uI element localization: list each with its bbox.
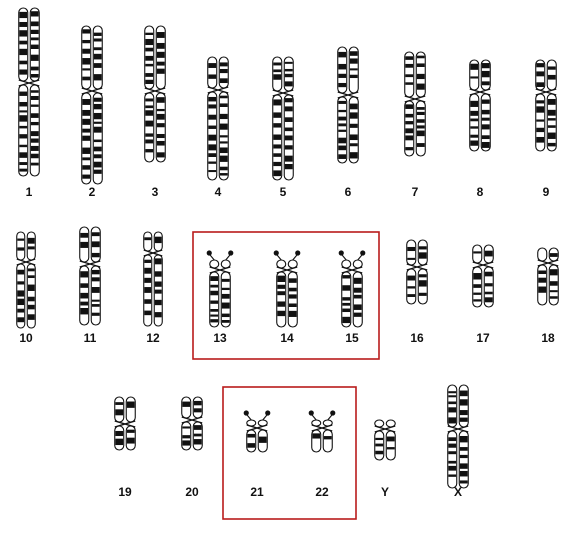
chromosome-label-7: 7 [412, 185, 419, 199]
chromosome-label-y: Y [381, 485, 389, 499]
chromosome-11 [79, 226, 101, 326]
chromosome-label-x: X [454, 485, 462, 499]
chromosome-label-3: 3 [152, 185, 159, 199]
highlight-box-21-22 [222, 386, 357, 520]
chromosome-label-21: 21 [250, 485, 264, 499]
highlight-box-13-14-15 [192, 231, 380, 360]
chromosome-4 [207, 56, 229, 181]
chromosome-label-6: 6 [345, 185, 352, 199]
chromosome-set [16, 7, 559, 489]
chromosome-9 [535, 59, 557, 152]
chromosome-label-4: 4 [215, 185, 222, 199]
chromosome-label-14: 14 [280, 331, 294, 345]
chromosome-label-1: 1 [26, 185, 33, 199]
chromosome-label-17: 17 [476, 331, 490, 345]
chromosome-6 [337, 46, 359, 164]
chromosome-21 [243, 410, 271, 453]
chromosome-19 [114, 396, 136, 451]
chromosome-18 [537, 247, 559, 306]
chromosome-label-18: 18 [541, 331, 555, 345]
chromosome-16 [406, 239, 428, 305]
chromosome-label-5: 5 [280, 185, 287, 199]
chromosome-y [374, 419, 396, 461]
chromosome-label-9: 9 [543, 185, 550, 199]
chromosome-2 [81, 25, 103, 185]
chromosome-12 [143, 231, 163, 327]
chromosome-17 [472, 244, 494, 308]
chromosome-label-19: 19 [118, 485, 132, 499]
chromosome-5 [272, 56, 294, 181]
chromosome-7 [404, 51, 426, 157]
chromosome-label-2: 2 [89, 185, 96, 199]
chromosome-1 [18, 7, 40, 177]
chromosome-10 [16, 231, 36, 329]
chromosome-label-22: 22 [315, 485, 329, 499]
chromosome-label-10: 10 [19, 331, 33, 345]
chromosome-8 [469, 59, 491, 152]
chromosome-label-20: 20 [185, 485, 199, 499]
chromosome-label-15: 15 [345, 331, 359, 345]
chromosome-label-11: 11 [84, 331, 97, 345]
chromosome-label-13: 13 [213, 331, 227, 345]
chromosome-14 [273, 250, 301, 328]
chromosome-label-12: 12 [146, 331, 160, 345]
chromosome-label-8: 8 [477, 185, 484, 199]
chromosome-label-16: 16 [410, 331, 424, 345]
chromosome-x [447, 384, 469, 489]
chromosome-20 [181, 396, 203, 451]
highlight-boxes [192, 231, 380, 520]
chromosome-3 [144, 25, 166, 163]
chromosome-15 [338, 250, 366, 328]
chromosome-13 [206, 250, 234, 328]
chromosome-22 [308, 410, 336, 453]
